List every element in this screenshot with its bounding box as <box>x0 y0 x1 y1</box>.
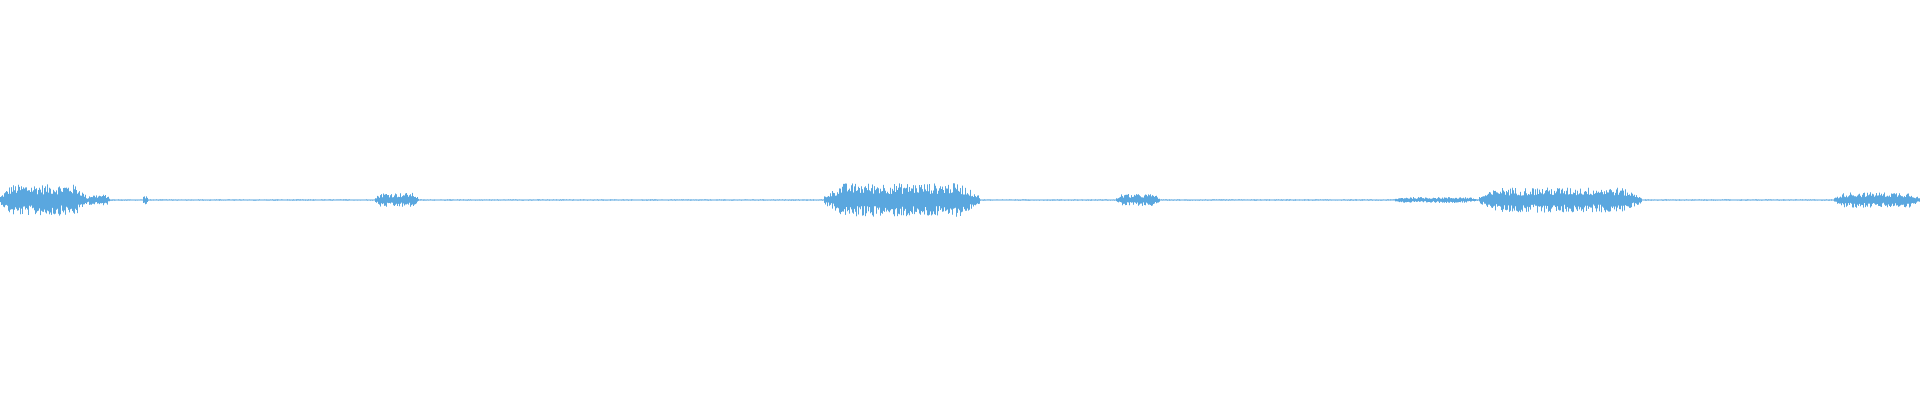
waveform-path <box>0 183 1920 217</box>
